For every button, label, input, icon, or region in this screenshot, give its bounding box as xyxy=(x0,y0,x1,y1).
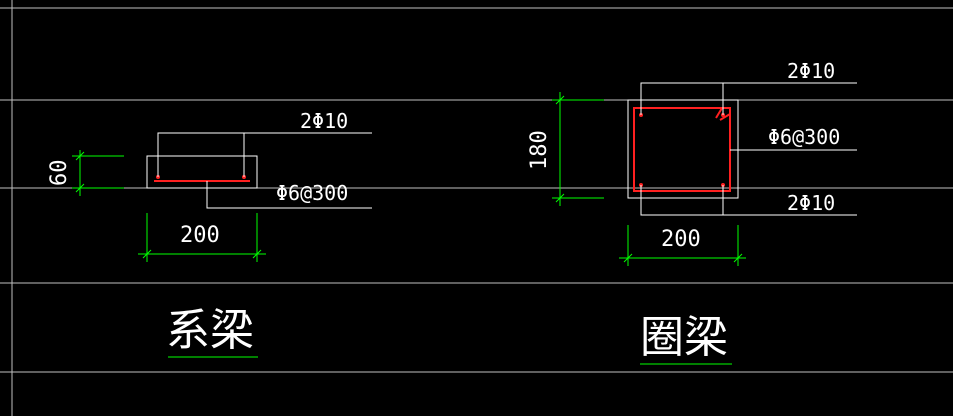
ring-beam-stirrup-hook xyxy=(715,107,723,119)
tie-beam-height-dimension xyxy=(72,150,124,196)
ring-beam-title: 圈梁 xyxy=(640,312,728,363)
tie-beam-height-label: 60 xyxy=(47,160,72,187)
tie-beam-width-label: 200 xyxy=(180,223,220,248)
ring-beam-stirrup-hook xyxy=(719,113,731,121)
tie-beam-title: 系梁 xyxy=(166,305,254,356)
ring-beam-top-bar-leader xyxy=(640,82,857,115)
ring-beam-stirrup-label: Φ6@300 xyxy=(768,125,840,149)
ring-beam-width-dimension xyxy=(619,225,746,266)
ring-beam-section: 2Φ10 Φ6@300 2Φ10 200 180 圈梁 xyxy=(527,59,857,365)
ring-beam-outline xyxy=(627,99,739,199)
tie-beam-stirrup-label: Φ6@300 xyxy=(276,181,348,205)
ring-beam-stirrup xyxy=(633,107,731,192)
ring-beam-height-dimension xyxy=(552,92,604,206)
ring-beam-top-bars-label: 2Φ10 xyxy=(787,59,835,83)
tie-beam-top-bars-label: 2Φ10 xyxy=(300,109,348,133)
tie-beam-outline xyxy=(146,155,258,189)
tie-beam-width-dimension xyxy=(138,213,266,262)
tie-beam-section: 2Φ10 Φ6@300 200 60 系梁 xyxy=(47,109,372,358)
ring-beam-width-label: 200 xyxy=(661,227,701,252)
ring-beam-bottom-bars-label: 2Φ10 xyxy=(787,191,835,215)
tie-beam-stirrup-leader xyxy=(206,181,372,209)
ring-beam-bottom-bar-leader xyxy=(640,185,857,216)
tie-beam-top-bar-leader xyxy=(157,132,372,177)
ring-beam-height-label: 180 xyxy=(527,130,552,170)
